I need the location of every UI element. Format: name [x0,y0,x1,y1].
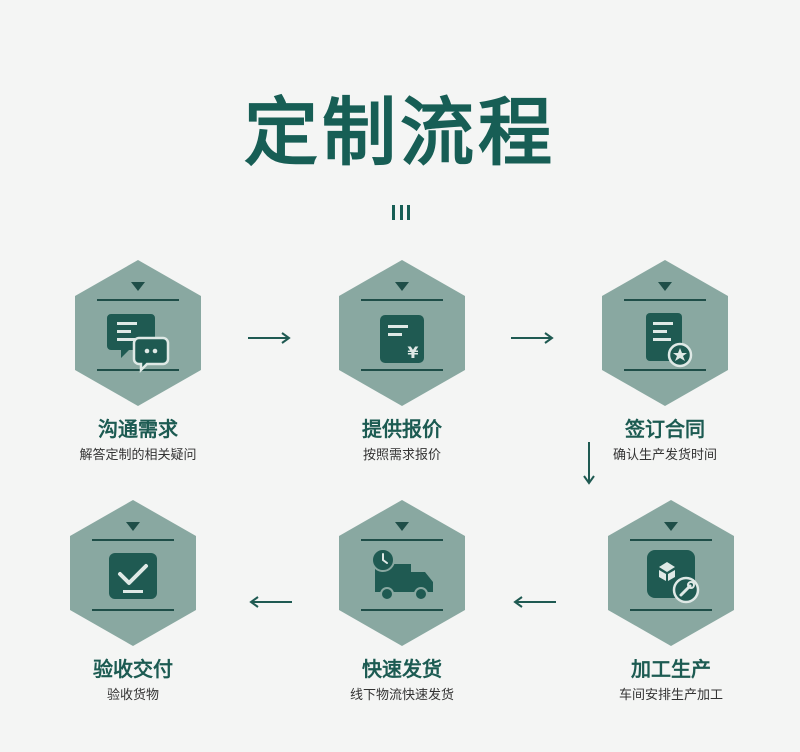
checkbox-icon [109,553,157,599]
production-tools-icon [647,550,700,604]
hexagon-badge [602,260,728,406]
hexagon-badge [608,500,734,646]
price-quote-icon: ¥ [380,315,424,363]
step-subtitle: 线下物流快速发货 [349,688,454,703]
arrow-right-icon [248,332,291,344]
step-title: 提供报价 [362,417,442,441]
step-title: 沟通需求 [98,417,178,441]
step-subtitle: 解答定制的相关疑问 [79,448,197,463]
arrow-left-icon [513,596,556,608]
svg-text:¥: ¥ [407,343,418,362]
hexagon-badge [75,260,201,406]
arrow-left-icon [249,596,292,608]
step-delivery: 快速发货 线下物流快速发货 [302,498,502,703]
hexagon-badge [70,500,196,646]
step-title: 签订合同 [625,417,705,441]
arrow-right-icon [511,332,554,344]
step-quote: ¥ 提供报价 按照需求报价 [302,258,502,463]
arrow-down-icon [583,442,595,485]
page-title: 定制流程 [244,90,556,176]
step-title: 加工生产 [631,657,711,681]
step-subtitle: 车间安排生产加工 [618,688,723,703]
hexagon-badge [339,500,465,646]
step-communicate: 沟通需求 解答定制的相关疑问 [38,258,238,463]
step-subtitle: 按照需求报价 [362,448,441,463]
title-divider-mark [392,205,410,220]
step-title: 快速发货 [362,657,442,681]
step-title: 验收交付 [93,657,173,681]
step-contract: 签订合同 确认生产发货时间 [565,258,765,463]
step-acceptance: 验收交付 验收货物 [33,498,233,703]
step-production: 加工生产 车间安排生产加工 [571,498,771,703]
delivery-truck-icon [371,548,433,601]
step-subtitle: 验收货物 [106,688,159,703]
chat-bubbles-icon [107,314,170,374]
hexagon-badge: ¥ [339,260,465,406]
step-subtitle: 确认生产发货时间 [612,448,717,463]
contract-document-icon [646,313,693,368]
